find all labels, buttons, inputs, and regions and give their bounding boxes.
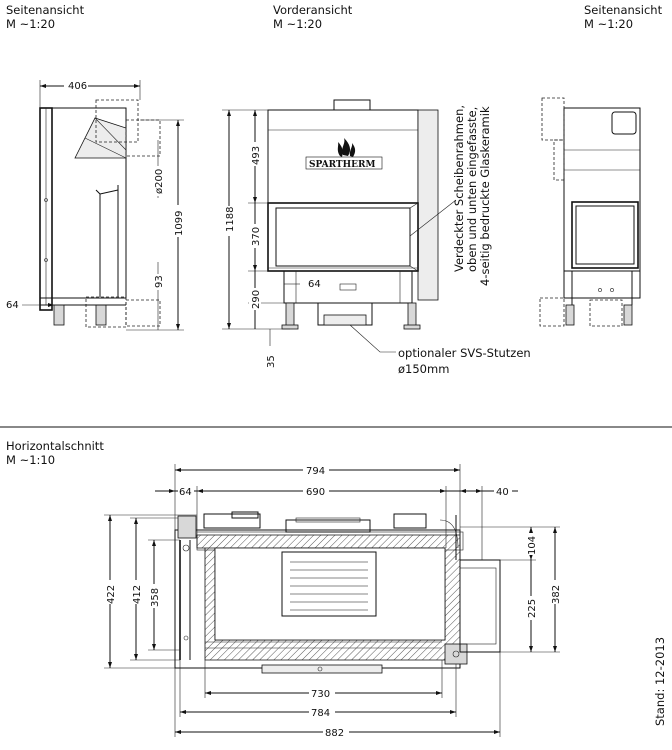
front-glass-frame	[267, 202, 419, 272]
horizontal-section: 794 690 64 40 730 784	[104, 463, 562, 739]
front-glass	[275, 207, 411, 267]
dim-front-total: 1188	[225, 207, 236, 232]
annotation-glass-line2: oben und unten eingefasste,	[465, 107, 479, 272]
dim-side-low: 93	[154, 275, 165, 288]
dim-side-depth: 406	[68, 81, 87, 92]
view-scale-side-left: M ~1:20	[6, 17, 55, 31]
view-scale-horizontal: M ~1:10	[6, 453, 55, 467]
view-scale-side-right: M ~1:20	[584, 17, 633, 31]
spartherm-logo: SPARTHERM	[305, 138, 383, 170]
dim-h-depth-422: 422	[106, 585, 117, 604]
side-right-glass	[571, 201, 639, 269]
dim-h-left: 64	[179, 487, 192, 498]
stand-date: Stand: 12-2013	[653, 637, 667, 726]
view-title-front: Vorderansicht	[273, 3, 353, 17]
hs-grate	[281, 551, 377, 617]
dim-front-64: 64	[308, 279, 321, 290]
dim-h-bottom-730: 730	[311, 689, 330, 700]
dim-h-bottom-882: 882	[325, 728, 344, 739]
annotation-glass-line3: 4-seitig bedruckte Glaskeramik	[478, 106, 492, 286]
svg-text:SPARTHERM: SPARTHERM	[309, 160, 375, 170]
view-title-side-left: Seitenansicht	[6, 3, 85, 17]
dim-h-right-225: 225	[527, 599, 538, 618]
dim-h-depth-358: 358	[150, 588, 161, 607]
annotation-glass-line1: Verdeckter Scheibenrahmen,	[452, 105, 466, 272]
view-scale-front: M ~1:20	[273, 17, 322, 31]
dim-h-right-382: 382	[551, 585, 562, 604]
dim-h-inner-width: 690	[306, 487, 325, 498]
dim-h-right-104: 104	[527, 536, 538, 555]
dim-h-total-width: 794	[306, 466, 325, 477]
dim-flue-diameter: ø200	[154, 169, 165, 194]
dim-h-bottom-784: 784	[311, 708, 330, 719]
side-flue-dashed	[95, 99, 139, 143]
front-view: SPARTHERM 493	[222, 99, 531, 376]
dim-front-glass: 370	[251, 227, 262, 246]
dim-front-base: 290	[251, 290, 262, 309]
dim-h-depth-412: 412	[132, 585, 143, 604]
annotation-svs-line2: ø150mm	[398, 362, 449, 376]
annotation-svs-line1: optionaler SVS-Stutzen	[398, 346, 531, 360]
hs-right-wing	[459, 559, 501, 653]
side-view-right	[539, 97, 641, 327]
dim-h-right: 40	[496, 487, 509, 498]
view-title-side-right: Seitenansicht	[584, 3, 663, 17]
dim-front-top: 493	[251, 146, 262, 165]
dim-side-foot: 64	[6, 300, 19, 311]
side-right-body	[563, 107, 641, 299]
dim-side-height: 1099	[174, 211, 185, 236]
dim-front-foot: 35	[266, 355, 277, 368]
side-view-left: 406 1099 ø200 93 64	[6, 79, 185, 331]
front-base	[283, 270, 413, 304]
view-title-horizontal: Horizontalschnitt	[6, 439, 104, 453]
front-top-panel	[267, 109, 419, 204]
